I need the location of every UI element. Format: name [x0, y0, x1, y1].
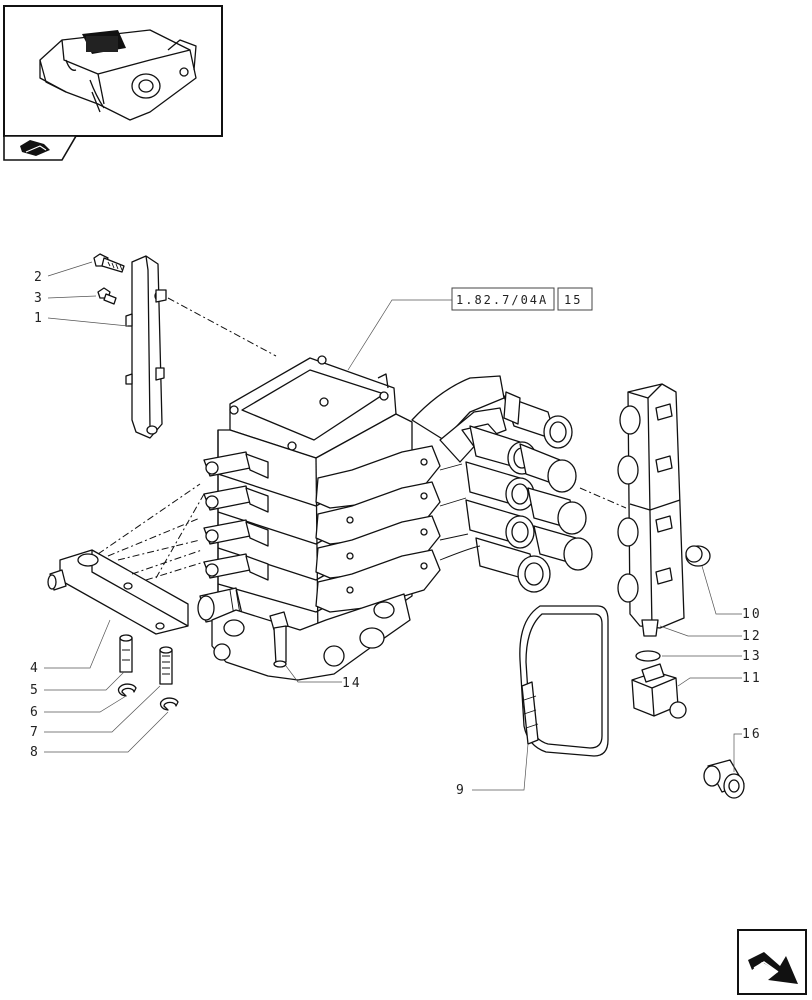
bracket-plate — [125, 255, 167, 439]
callout-14: 14 — [342, 676, 362, 691]
connector-housing — [617, 383, 685, 637]
quick-couplers — [411, 375, 593, 593]
leader-lines — [44, 261, 742, 791]
valve-assembly-thumbnail-icon — [39, 29, 197, 121]
spool-ends — [197, 451, 269, 623]
tractor-book-icon — [20, 140, 50, 156]
callout-labels: 2 3 1 4 5 6 7 8 14 9 10 12 13 11 16 — [30, 270, 762, 798]
screw-part — [97, 287, 117, 305]
callout-6: 6 — [30, 705, 40, 720]
plug-cap — [685, 545, 711, 567]
callout-3: 3 — [34, 291, 44, 306]
fitting-part — [703, 759, 745, 799]
pin-part — [119, 634, 173, 685]
callout-13: 13 — [742, 649, 762, 664]
callout-5: 5 — [30, 683, 40, 698]
o-ring — [635, 650, 661, 662]
bolt-part — [93, 253, 125, 273]
callout-11: 11 — [742, 671, 762, 686]
callout-4: 4 — [30, 661, 40, 676]
next-page-arrow-icon[interactable] — [737, 929, 807, 995]
circlip-part — [117, 683, 179, 711]
thumbnail-panel[interactable] — [3, 5, 223, 161]
reference-label[interactable]: 1.82.7/04A 15 — [347, 287, 593, 371]
callout-1: 1 — [34, 311, 44, 326]
sensor-plug — [631, 663, 687, 719]
callout-12: 12 — [742, 629, 762, 644]
callout-16: 16 — [742, 727, 762, 742]
callout-7: 7 — [30, 725, 40, 740]
callout-8: 8 — [30, 745, 40, 760]
callout-10: 10 — [742, 607, 762, 622]
cable-loop — [519, 605, 609, 757]
valve-stack — [197, 355, 593, 681]
callout-9: 9 — [456, 783, 466, 798]
callout-2: 2 — [34, 270, 44, 285]
reference-item: 15 — [564, 293, 582, 307]
lever-block — [47, 549, 189, 635]
reference-code: 1.82.7/04A — [456, 293, 548, 307]
